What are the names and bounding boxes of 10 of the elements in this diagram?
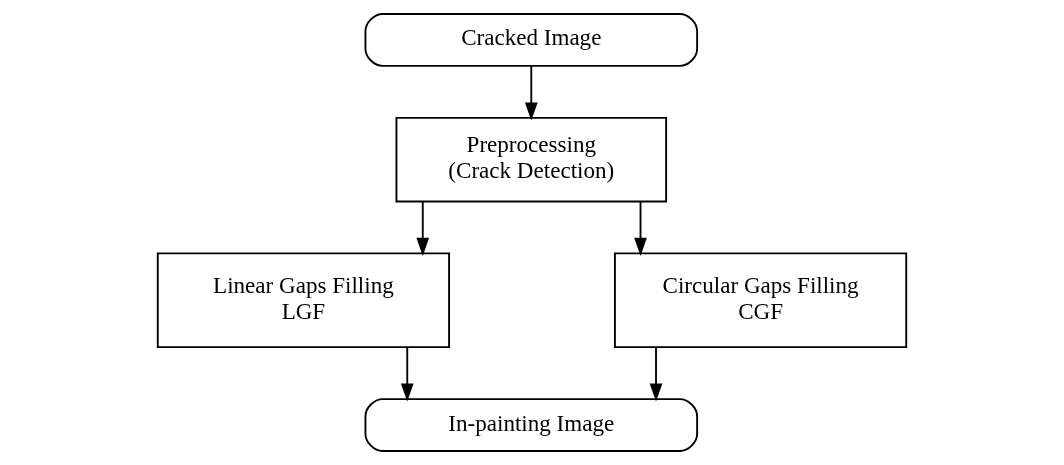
arrow (400, 346, 414, 402)
node-box: Preprocessing (Crack Detection) (395, 116, 668, 203)
node-box: In-painting Image (364, 398, 699, 452)
arrow (524, 65, 538, 121)
arrow (649, 346, 663, 402)
arrow (416, 200, 430, 257)
arrow (634, 200, 647, 257)
node-box: Linear Gaps Filling LGF (156, 252, 450, 349)
node-box: Cracked Image (364, 13, 699, 67)
node-box: Circular Gaps Filling CGF (614, 252, 908, 349)
